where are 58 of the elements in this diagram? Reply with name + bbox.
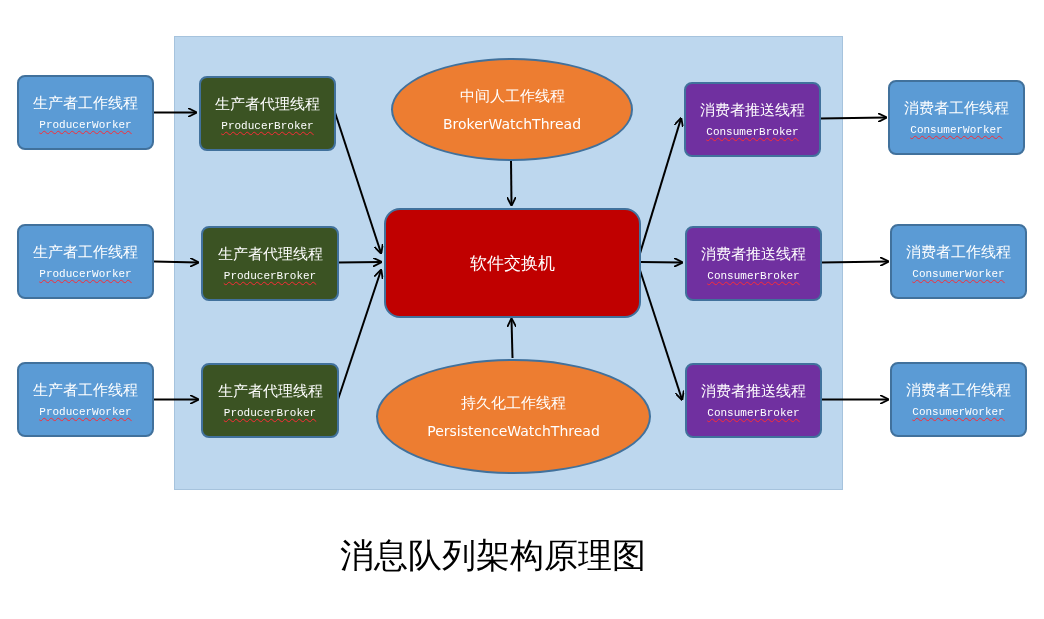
arrow (639, 116, 684, 255)
arrow (506, 317, 518, 359)
class-name: ProducerBroker (223, 268, 317, 284)
node-title: 生产者代理线程 (217, 380, 323, 402)
class-name: ConsumerWorker (912, 404, 1005, 420)
node-title: 生产者工作线程 (33, 379, 138, 401)
worker-box (17, 362, 154, 437)
arrow (639, 269, 685, 402)
arrow (334, 111, 384, 255)
consumer-broker-box (685, 363, 822, 438)
node-title: 生产者代理线程 (215, 93, 320, 115)
worker-box (890, 224, 1027, 299)
arrow (337, 268, 384, 401)
producer-broker-box (201, 226, 339, 301)
node-title: 消费者推送线程 (701, 380, 806, 402)
class-name: ProducerBroker (223, 405, 317, 421)
worker-box (17, 224, 154, 299)
node-title: 软件交换机 (470, 252, 555, 275)
consumer-broker-box (684, 82, 821, 157)
node-title: 消费者工作线程 (906, 241, 1011, 263)
worker-box (17, 75, 154, 150)
class-name: ProducerWorker (39, 266, 132, 282)
arrow (819, 112, 888, 123)
node-title: 生产者工作线程 (33, 241, 138, 263)
worker-box (888, 80, 1025, 155)
arrow (820, 256, 890, 267)
arrow (337, 256, 383, 268)
node-title: 持久化工作线程 (461, 392, 566, 414)
class-name: BrokerWatchThread (442, 114, 582, 134)
class-name: ProducerBroker (221, 118, 314, 134)
node-title: 消费者推送线程 (701, 243, 806, 265)
class-name: ConsumerBroker (706, 124, 799, 140)
arrow (153, 394, 200, 405)
node-title: 生产者代理线程 (217, 243, 323, 265)
node-title: 中间人工作线程 (459, 85, 565, 107)
arrow (639, 257, 684, 268)
node-title: 消费者推送线程 (700, 99, 805, 121)
class-name: ProducerWorker (39, 117, 132, 133)
class-name: ConsumerWorker (910, 122, 1003, 138)
class-name: ConsumerBroker (707, 405, 800, 421)
producer-broker-box (199, 76, 336, 151)
consumer-broker-box (685, 226, 822, 301)
class-name: ProducerWorker (39, 404, 132, 420)
worker-box (890, 362, 1027, 437)
class-name: ConsumerWorker (912, 266, 1005, 282)
node-title: 消费者工作线程 (904, 97, 1009, 119)
node-title: 消费者工作线程 (906, 379, 1011, 401)
background-panel (174, 36, 843, 490)
producer-broker-box (201, 363, 339, 438)
diagram-title: 消息队列架构原理图 (340, 534, 646, 577)
class-name: ConsumerBroker (707, 268, 800, 284)
arrow (153, 107, 198, 118)
arrow (153, 256, 200, 268)
class-name: PersistenceWatchThread (427, 421, 600, 441)
node-title: 生产者工作线程 (33, 92, 138, 114)
switch-box (384, 208, 641, 318)
arrow (506, 159, 517, 207)
arrow (820, 394, 890, 405)
